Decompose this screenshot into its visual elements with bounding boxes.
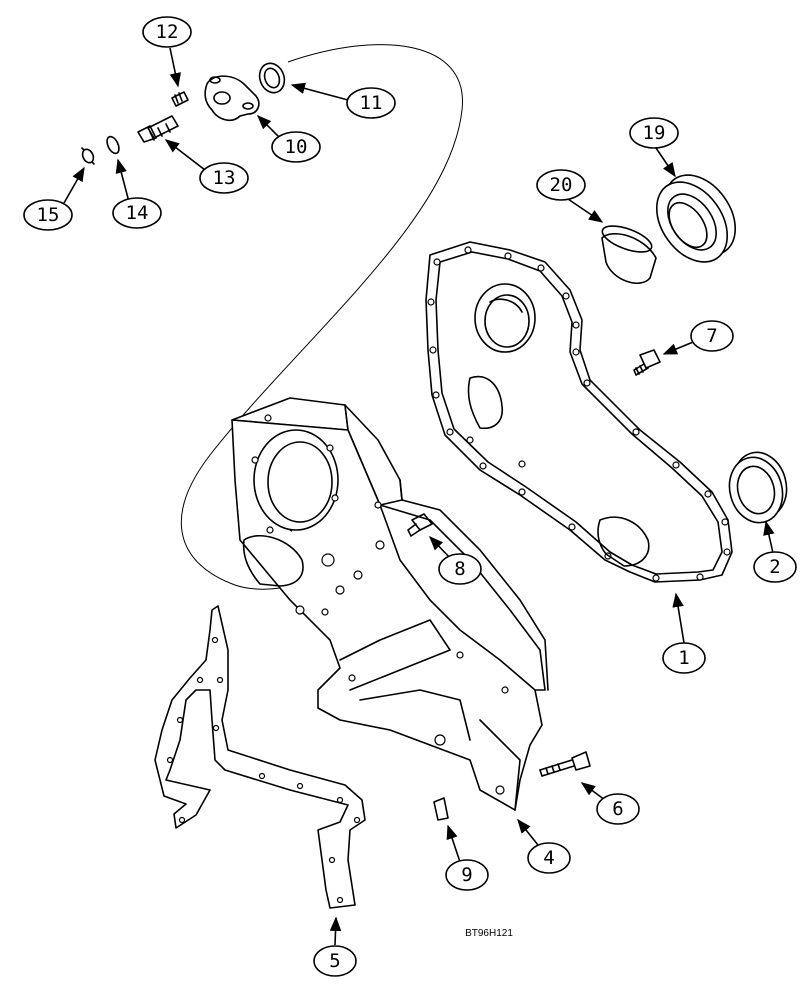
callout-19: 19 [629, 117, 679, 149]
callout-12-label: 12 [156, 21, 179, 43]
part-15-washer [81, 147, 95, 165]
part-19-oil-seal [655, 174, 737, 263]
part-7-screw [633, 349, 661, 376]
callout-4-label: 4 [543, 847, 554, 869]
callout-9-label: 9 [461, 864, 472, 886]
leader-6 [580, 782, 606, 801]
callout-1-label: 1 [678, 647, 689, 669]
callout-13: 13 [199, 162, 249, 194]
callout-1: 1 [662, 642, 706, 674]
leader-13 [164, 139, 206, 171]
part-10-thermostat-housing [204, 75, 260, 122]
leader-arrows [63, 47, 775, 946]
leader-10 [256, 114, 283, 141]
part-6-bolt [539, 751, 591, 777]
part-2-oil-seal [728, 451, 788, 524]
callout-6-label: 6 [612, 798, 623, 820]
part-11-seal-ring [258, 62, 286, 94]
callout-11-label: 11 [360, 92, 383, 114]
callout-10-label: 10 [285, 136, 308, 158]
callout-12: 12 [142, 16, 192, 48]
callout-5-label: 5 [329, 950, 340, 972]
callout-7: 7 [690, 320, 734, 352]
part-9-dowel-pin [433, 797, 449, 821]
callout-2: 2 [753, 551, 797, 583]
detail-reference-loop [181, 44, 463, 590]
leader-15 [63, 166, 85, 204]
callout-10: 10 [271, 131, 321, 163]
part-8-screw [407, 513, 433, 537]
part-14-o-ring [106, 135, 120, 155]
callout-20: 20 [536, 169, 586, 201]
leader-14 [115, 158, 130, 203]
leader-12 [169, 47, 181, 88]
leader-20 [564, 196, 604, 223]
part-20-wear-sleeve [601, 225, 657, 284]
part-5-gasket [154, 605, 366, 909]
part-1-front-cover [425, 241, 733, 583]
callout-15-label: 15 [37, 204, 60, 226]
leader-9 [446, 824, 461, 863]
part-12-plug-screw [171, 91, 189, 107]
callout-6: 6 [596, 793, 640, 825]
part-13-sensor [137, 115, 179, 143]
callout-8: 8 [438, 553, 482, 585]
callout-9: 9 [445, 859, 489, 891]
callout-7-label: 7 [706, 325, 717, 347]
drawing-id-label: BT96H121 [465, 928, 513, 939]
callout-14-label: 14 [126, 202, 149, 224]
callout-5: 5 [313, 945, 357, 977]
callout-19-label: 19 [643, 122, 666, 144]
callout-11: 11 [346, 87, 396, 119]
leader-1 [672, 592, 685, 644]
leader-5 [329, 916, 342, 946]
callout-13-label: 13 [213, 167, 236, 189]
callout-4: 4 [527, 842, 571, 874]
callout-20-label: 20 [550, 174, 573, 196]
callout-8-label: 8 [454, 558, 465, 580]
leader-19 [655, 147, 676, 178]
callout-14: 14 [112, 197, 162, 229]
leader-4 [517, 818, 539, 846]
callout-15: 15 [23, 199, 73, 231]
part-4-gear-housing [231, 397, 549, 811]
leader-2 [763, 520, 775, 554]
leader-11 [290, 82, 349, 101]
callout-2-label: 2 [769, 556, 780, 578]
